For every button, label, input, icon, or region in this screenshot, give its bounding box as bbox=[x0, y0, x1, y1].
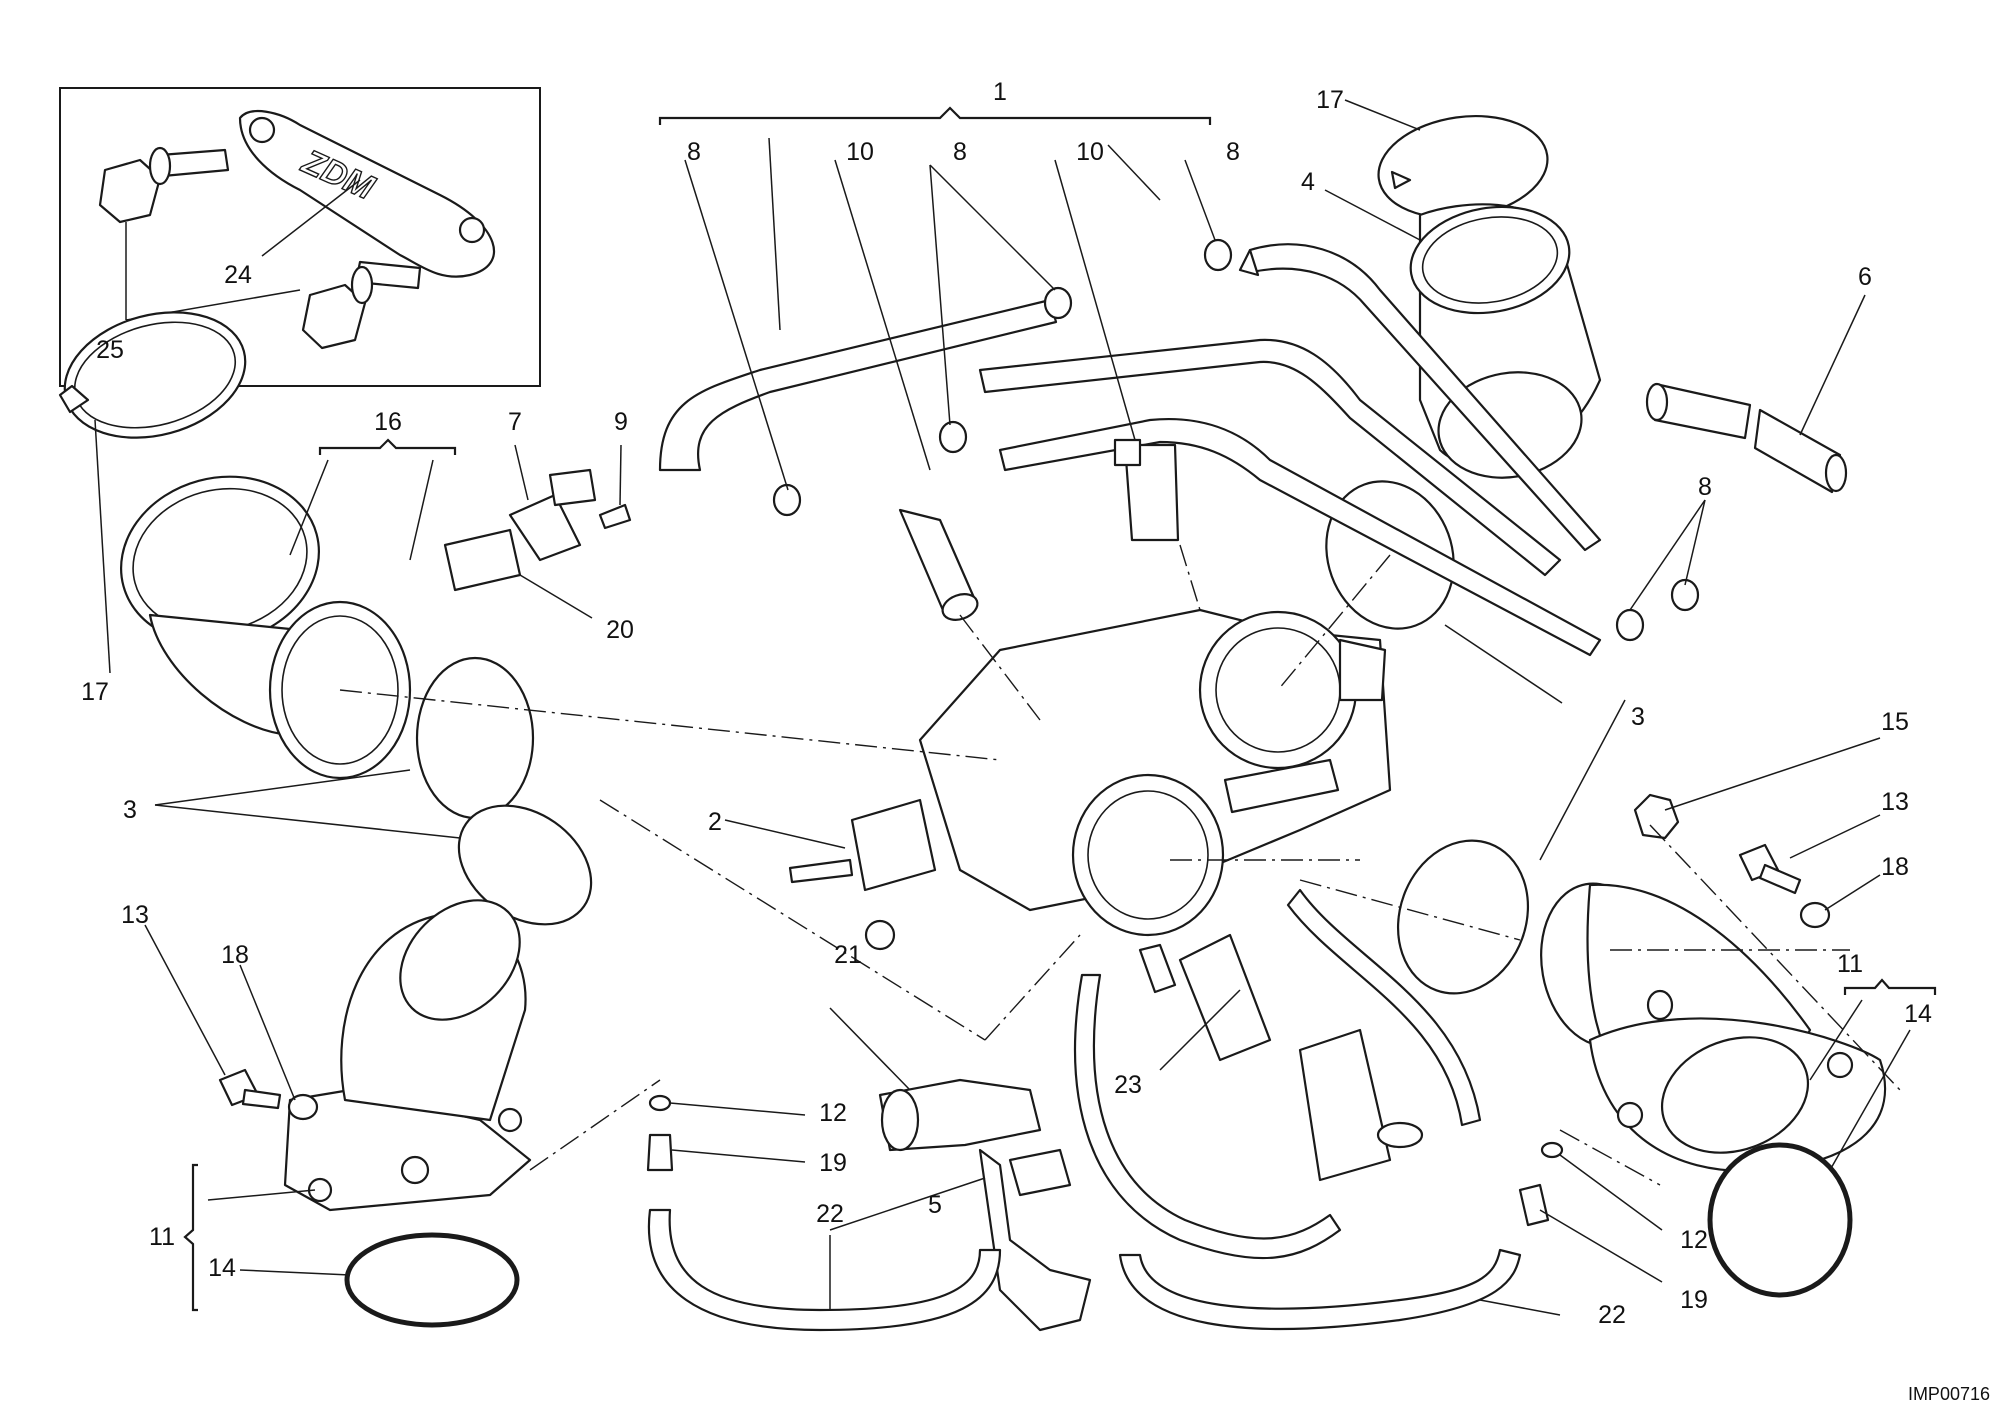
manifold-11-left bbox=[283, 899, 532, 1212]
hose-center bbox=[1073, 973, 1342, 1260]
callout-21: 21 bbox=[834, 941, 862, 969]
clamp-3-left-upper bbox=[415, 656, 535, 820]
idle-valve-23 bbox=[1138, 933, 1424, 1182]
callout-20: 20 bbox=[606, 616, 634, 644]
washer-18-left bbox=[287, 1093, 319, 1121]
callout-3-a: 3 bbox=[123, 796, 137, 824]
callout-16: 16 bbox=[374, 408, 402, 436]
callout-14-a: 14 bbox=[208, 1254, 236, 1282]
callout-17-a: 17 bbox=[1316, 86, 1344, 114]
nut-15 bbox=[1633, 793, 1680, 840]
washer-12-right bbox=[1540, 1141, 1564, 1159]
callout-25: 25 bbox=[96, 336, 124, 364]
callout-6: 6 bbox=[1858, 263, 1872, 291]
washer-18-right bbox=[1799, 901, 1831, 929]
callout-labels: 1 8 10 8 10 8 17 4 6 8 16 7 9 20 17 3 3 … bbox=[81, 78, 1932, 1329]
callout-14-b: 14 bbox=[1904, 1000, 1932, 1028]
callout-17-b: 17 bbox=[81, 678, 109, 706]
screw-9 bbox=[598, 503, 632, 530]
callout-13-b: 13 bbox=[1881, 788, 1909, 816]
hose-right-loop bbox=[1286, 888, 1482, 1127]
bolt-13-right bbox=[1738, 843, 1802, 895]
callout-9: 9 bbox=[614, 408, 628, 436]
callout-22-a: 22 bbox=[816, 1200, 844, 1228]
callout-leaders bbox=[94, 99, 1937, 1316]
bolt-25-lower bbox=[301, 260, 422, 350]
fitting-19-right bbox=[1518, 1183, 1550, 1227]
callout-7: 7 bbox=[508, 408, 522, 436]
injector-10-left bbox=[898, 508, 979, 621]
callout-8-b: 8 bbox=[953, 138, 967, 166]
callout-10-a: 10 bbox=[846, 138, 874, 166]
clamp-3-right-lower bbox=[1396, 839, 1530, 995]
callout-10-b: 10 bbox=[1076, 138, 1104, 166]
bracket-5 bbox=[978, 1148, 1092, 1332]
fitting-19-left bbox=[646, 1133, 674, 1172]
callout-2: 2 bbox=[708, 808, 722, 836]
hose-6 bbox=[1645, 382, 1848, 494]
o-ring-14-left bbox=[344, 1232, 520, 1328]
callout-5: 5 bbox=[928, 1191, 942, 1219]
callout-1: 1 bbox=[993, 78, 1007, 106]
hose-22-left bbox=[647, 1208, 1002, 1332]
callout-19-a: 19 bbox=[819, 1149, 847, 1177]
manifold-11-right bbox=[1540, 882, 1886, 1173]
callout-3-b: 3 bbox=[1631, 703, 1645, 731]
callout-11-b: 11 bbox=[1837, 950, 1863, 978]
callout-8-d: 8 bbox=[1698, 473, 1712, 501]
callout-24: 24 bbox=[224, 261, 252, 289]
sensor-7 bbox=[508, 468, 597, 562]
bolt-13-left bbox=[218, 1068, 282, 1110]
left-intake-duct bbox=[58, 311, 412, 780]
bolt-25-upper bbox=[98, 146, 230, 224]
washer-12-left bbox=[648, 1094, 672, 1112]
gasket-20 bbox=[443, 528, 522, 592]
o-ring-14-right bbox=[1707, 1142, 1853, 1298]
callout-13-a: 13 bbox=[121, 901, 149, 929]
sensor-21 bbox=[878, 1078, 1042, 1152]
callout-18-b: 18 bbox=[1881, 853, 1909, 881]
reference-code: IMP00716 bbox=[1908, 1384, 1990, 1404]
callout-8-c: 8 bbox=[1226, 138, 1240, 166]
callout-18-a: 18 bbox=[221, 941, 249, 969]
callout-23: 23 bbox=[1114, 1071, 1142, 1099]
callout-19-b: 19 bbox=[1680, 1286, 1708, 1314]
callout-4: 4 bbox=[1301, 168, 1315, 196]
hose-22-right bbox=[1118, 1248, 1522, 1331]
throttle-body bbox=[850, 608, 1392, 951]
callout-11-a: 11 bbox=[149, 1223, 175, 1251]
callout-12-b: 12 bbox=[1680, 1226, 1708, 1254]
callout-15: 15 bbox=[1881, 708, 1909, 736]
callout-8-a: 8 bbox=[687, 138, 701, 166]
callout-22-b: 22 bbox=[1598, 1301, 1626, 1329]
screw-2 bbox=[788, 858, 854, 884]
assembly-centerlines bbox=[339, 544, 1901, 1186]
callout-12-a: 12 bbox=[819, 1099, 847, 1127]
injector-10-right bbox=[1113, 438, 1180, 542]
